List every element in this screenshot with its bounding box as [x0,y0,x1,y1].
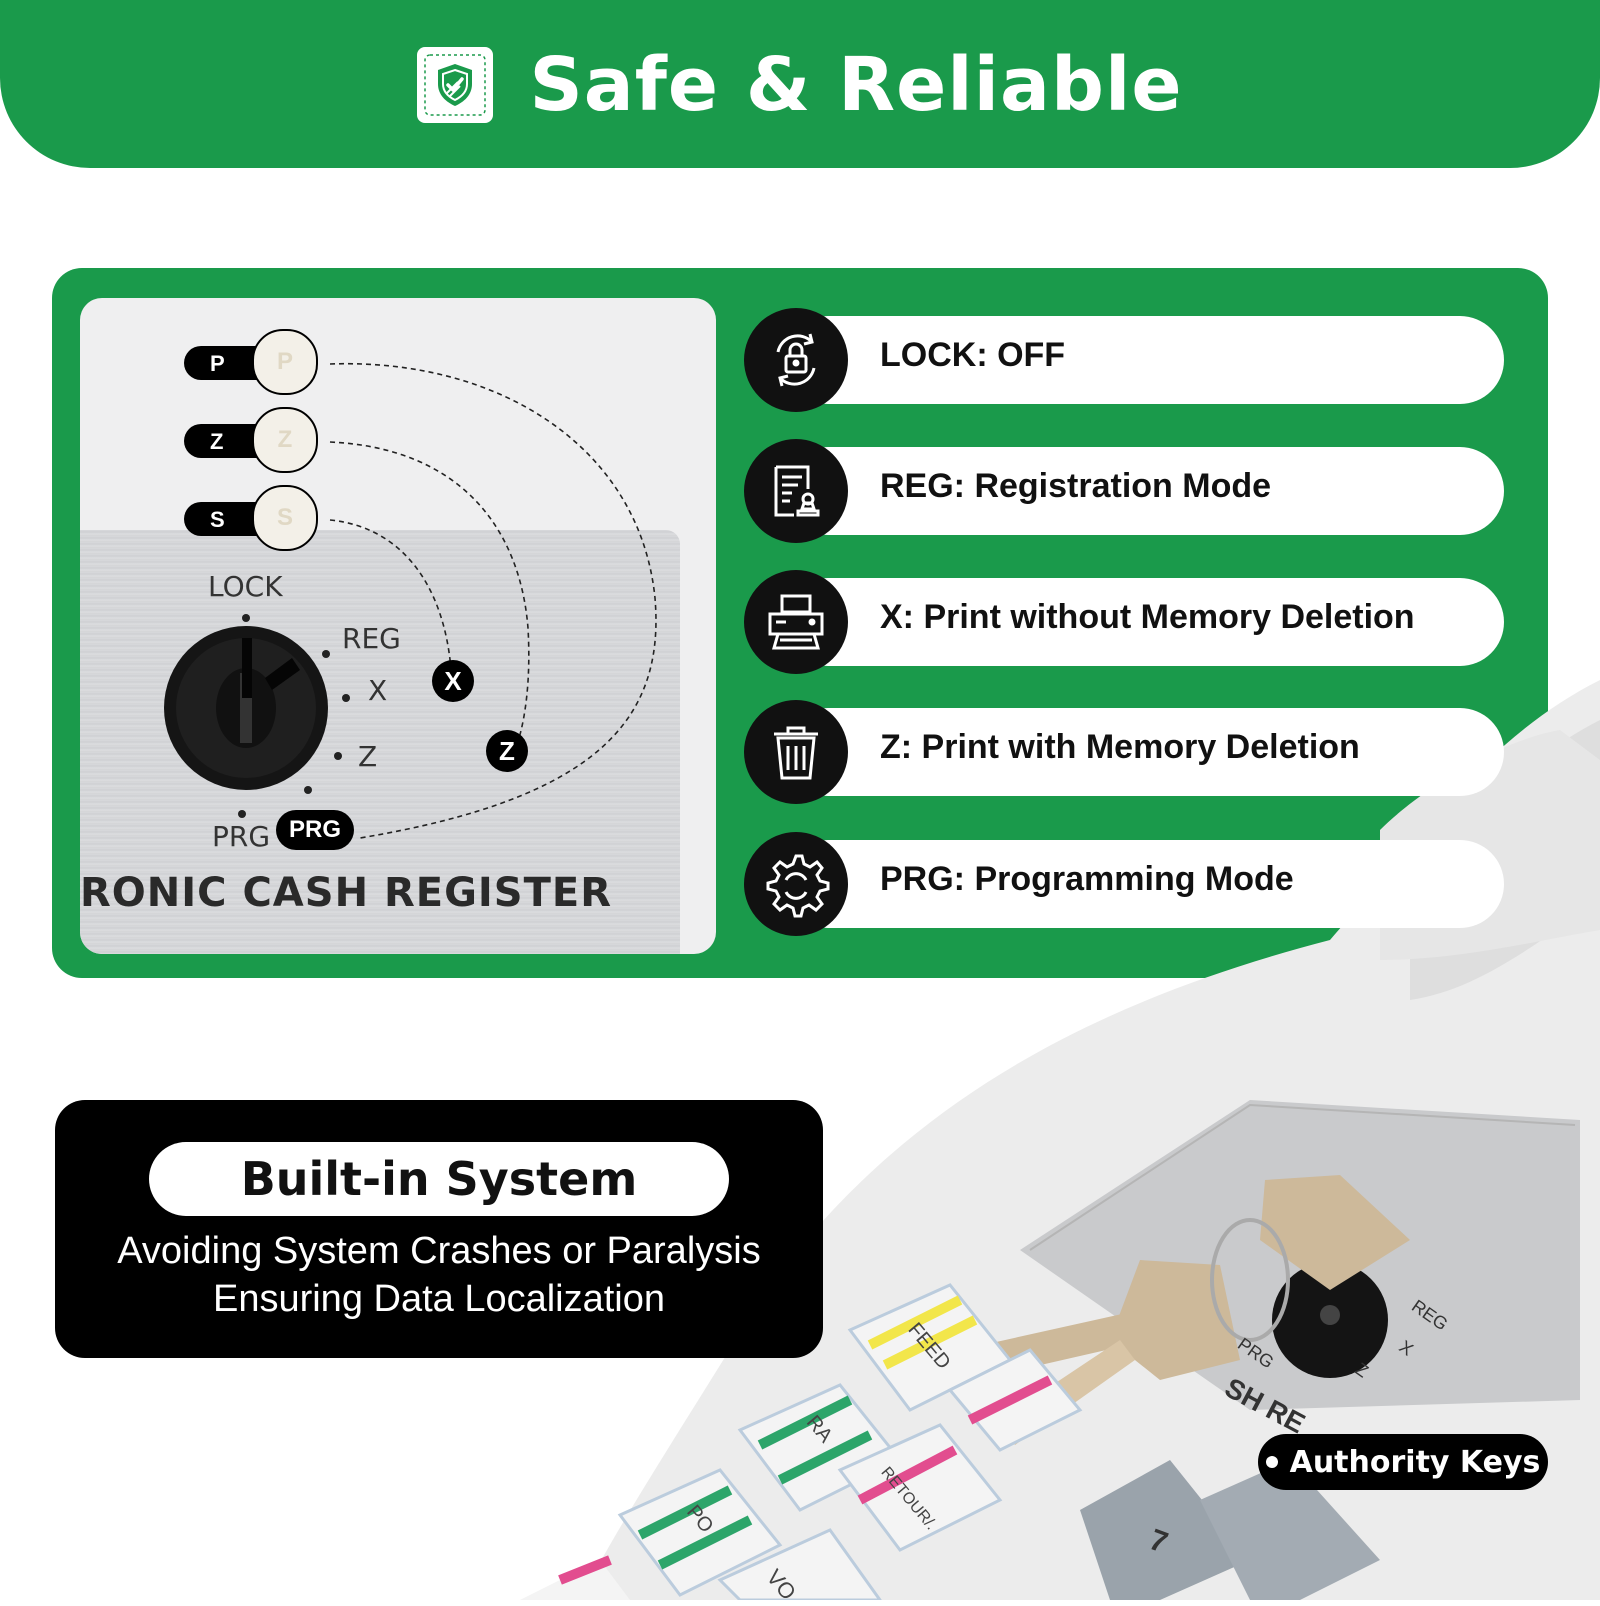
key-coin-letter: Z [277,426,293,453]
position-label-prg: PRG [212,820,271,853]
machine-key-po-label: PO [682,1501,718,1538]
keycap-pink [947,1348,1083,1452]
registration-document-icon [744,439,848,543]
key-badge-letter: S [210,507,225,532]
keycap-ra [737,1383,903,1512]
key-badge-z: Z Z [184,407,324,473]
position-label-z: Z [358,740,378,773]
lock-rotate-icon [744,308,848,412]
mode-pill [784,708,1504,796]
machine-switch-reg: REG [1408,1295,1452,1335]
key-switch-photo: P P Z Z S S LOCK REG X Z PRG X Z PRG RON… [80,298,716,954]
key-coin: Z [252,407,318,473]
marker-prg: PRG [276,810,354,850]
key-badge-letter: Z [210,429,224,454]
mode-pill [784,578,1504,666]
machine-switch-z: Z [1351,1358,1373,1382]
page-title: Safe & Reliable [529,42,1183,128]
built-in-system-pill: Built-in System [149,1142,729,1216]
header-banner: Safe & Reliable [0,0,1600,168]
marker-z: Z [486,730,528,772]
header-content: Safe & Reliable [0,40,1600,130]
gear-icon [744,832,848,936]
key-coin-letter: S [276,504,293,531]
machine-key-7-label: 7 [1145,1523,1172,1560]
built-in-system-card: Built-in System Avoiding System Crashes … [55,1100,823,1358]
machine-key-vo-label: VO [761,1564,802,1605]
mode-label: X: Print without Memory Deletion [880,598,1415,636]
printer-icon [744,570,848,674]
mode-row-z: Z: Print with Memory Deletion [744,700,1514,806]
position-label-reg: REG [342,622,401,655]
marker-x: X [432,660,474,702]
key-badge-letter: P [210,351,225,376]
key-coin: S [252,485,318,551]
machine-key-feed-label: FEED [903,1318,955,1374]
built-in-system-line2: Ensuring Data Localization [212,1278,666,1320]
mode-pill [784,447,1504,535]
key-badge-s: S S [184,485,324,551]
mode-row-prg: PRG: Programming Mode [744,832,1514,938]
mode-label: REG: Registration Mode [880,467,1272,505]
position-label-x: X [368,674,388,707]
shield-check-icon [417,47,494,123]
marker-z-label: Z [499,735,515,766]
mode-pill [784,316,1504,404]
machine-key-retour-label: RETOUR/. [877,1464,940,1534]
marker-prg-label: PRG [288,816,341,843]
mode-label: Z: Print with Memory Deletion [880,728,1360,766]
built-in-system-line1: Avoiding System Crashes or Paralysis [117,1230,761,1272]
authority-keys-label: Authority Keys [1289,1444,1541,1480]
bullet-icon [1265,1456,1278,1468]
mode-row-x: X: Print without Memory Deletion [744,570,1514,676]
machine-switch-x: X [1395,1336,1417,1360]
key-coin: P [252,329,318,395]
panel-text: RONIC CASH REGISTER [80,870,613,916]
built-in-system-title: Built-in System [240,1152,638,1206]
machine-switch-prg: PRG [1234,1333,1278,1373]
machine-panel-text: SH RE [1219,1371,1311,1440]
mode-label: PRG: Programming Mode [880,860,1294,898]
mode-pill [784,840,1504,928]
mode-row-lock: LOCK: OFF [744,308,1514,414]
keycap-retour [837,1423,1003,1552]
marker-x-label: X [444,665,462,696]
mode-row-reg: REG: Registration Mode [744,439,1514,545]
authority-keys-badge: Authority Keys [1258,1434,1548,1490]
key-badge-p: P P [184,329,324,395]
trash-icon [744,700,848,804]
key-coin-letter: P [276,348,293,375]
mode-label: LOCK: OFF [880,336,1066,374]
position-label-lock: LOCK [208,570,283,603]
key-switch-illustration [164,362,657,839]
machine-key-ra-label: RA [801,1411,837,1447]
